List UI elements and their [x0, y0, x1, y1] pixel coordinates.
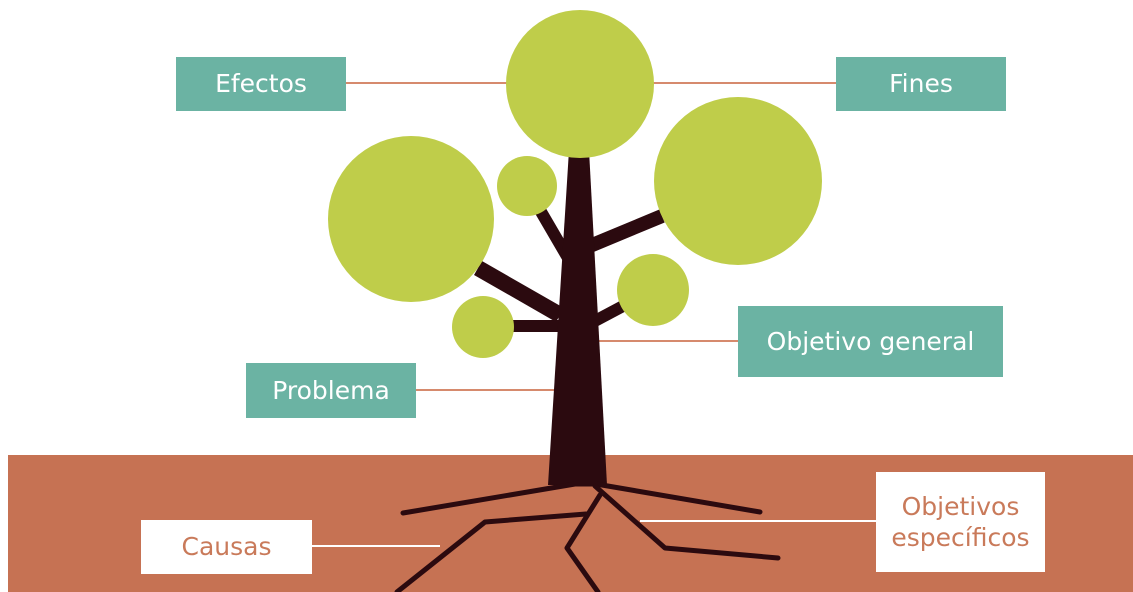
canopy-circle-right-large	[654, 97, 822, 265]
fines-label: Fines	[836, 57, 1006, 111]
canopy-circle-top	[506, 10, 654, 158]
objetivos-especificos-label: Objetivos específicos	[876, 472, 1045, 572]
foliage	[328, 10, 822, 358]
roots	[394, 481, 781, 592]
canopy-circle-small-right	[617, 254, 689, 326]
efectos-label: Efectos	[176, 57, 346, 111]
objetivos-especificos-line2: específicos	[891, 523, 1030, 552]
problema-label: Problema	[246, 363, 416, 418]
canopy-circle-small-lower	[452, 296, 514, 358]
objetivo-general-label: Objetivo general	[738, 306, 1003, 377]
causas-label: Causas	[141, 520, 312, 574]
canopy-circle-left-large	[328, 136, 494, 302]
objetivos-especificos-line1: Objetivos	[901, 491, 1020, 521]
trunk	[548, 150, 607, 485]
canopy-circle-small-upper	[497, 156, 557, 216]
